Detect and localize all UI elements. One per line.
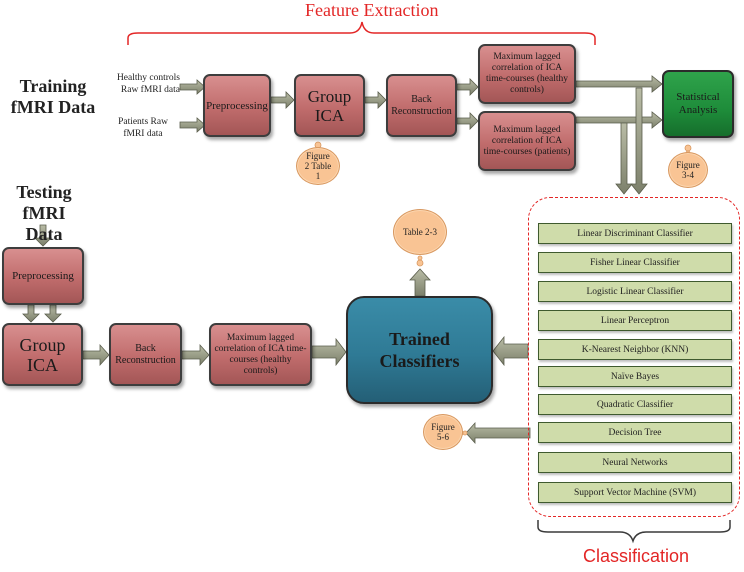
figure2-table1-cloud: Figure 2 Table 1 [296, 147, 340, 185]
train-back-reconstruction-label: Back Reconstruction [391, 93, 452, 117]
classifier-svm: Support Vector Machine (SVM) [538, 482, 732, 503]
classification-panel [528, 197, 740, 517]
table2-3-cloud: Table 2-3 [393, 209, 447, 255]
max-lag-patients-box: Maximum lagged correlation of ICA time-c… [478, 111, 576, 171]
test-max-lag-box: Maximum lagged correlation of ICA time-c… [209, 323, 312, 386]
max-lag-healthy-label: Maximum lagged correlation of ICA time-c… [485, 52, 569, 95]
classifier-naive-bayes: Naïve Bayes [538, 366, 732, 387]
table2-3-label: Table 2-3 [402, 227, 438, 237]
train-group-ica-box: Group ICA [294, 74, 365, 137]
statistical-analysis-label: Statistical Analysis [676, 91, 720, 116]
train-group-ica-label: Group ICA [307, 86, 352, 125]
classifier-lda: Linear Discriminant Classifier [538, 223, 732, 244]
figure5-6-label: Figure 5-6 [431, 422, 455, 442]
figure2-table1-label: Figure 2 Table 1 [304, 151, 332, 181]
classification-arrows [409, 268, 531, 445]
classifier-logistic-linear: Logistic Linear Classifier [538, 281, 732, 302]
test-preprocessing-box: Preprocessing [2, 247, 84, 305]
trained-classifiers-label: Trained Classifiers [379, 329, 460, 371]
classifier-neural-networks: Neural Networks [538, 452, 732, 473]
classification-brace [537, 520, 731, 544]
train-back-reconstruction-box: Back Reconstruction [386, 74, 457, 137]
classifier-knn: K-Nearest Neighbor (KNN) [538, 339, 732, 360]
statistical-analysis-box: Statistical Analysis [662, 70, 734, 138]
classifier-quadratic: Quadratic Classifier [538, 394, 732, 415]
test-preprocessing-label: Preprocessing [12, 270, 74, 282]
train-preprocessing-label: Preprocessing [206, 99, 268, 112]
feature-extraction-brace [127, 21, 596, 45]
training-fmri-label: Training fMRI Data [10, 76, 96, 117]
test-group-ica-label: Group ICA [19, 334, 66, 375]
testing-fmri-label: Testing fMRI Data [16, 182, 72, 244]
figure5-6-cloud: Figure 5-6 [423, 414, 463, 450]
max-lag-patients-label: Maximum lagged correlation of ICA time-c… [483, 124, 571, 157]
figure3-4-label: Figure 3-4 [676, 160, 700, 180]
classifier-fisher-linear: Fisher Linear Classifier [538, 252, 732, 273]
testing-arrows [22, 224, 347, 367]
stat-arrows [575, 75, 663, 129]
max-lag-healthy-box: Maximum lagged correlation of ICA time-c… [478, 44, 576, 104]
trained-classifiers-box: Trained Classifiers [346, 296, 493, 404]
test-back-reconstruction-box: Back Reconstruction [109, 323, 182, 386]
test-back-reconstruction-label: Back Reconstruction [115, 342, 176, 366]
figure3-4-cloud: Figure 3-4 [668, 152, 708, 188]
test-group-ica-box: Group ICA [2, 323, 83, 386]
input-arrows [179, 78, 479, 133]
down-arrows [615, 87, 648, 195]
healthy-controls-input: Healthy controls Raw fMRI data [116, 73, 180, 95]
classification-title: Classification [583, 546, 690, 566]
test-max-lag-label: Maximum lagged correlation of ICA time-c… [214, 332, 307, 376]
feature-extraction-title: Feature Extraction [305, 0, 439, 20]
patients-input: Patients Raw fMRI data [118, 117, 168, 139]
classifier-decision-tree: Decision Tree [538, 422, 732, 443]
classifier-linear-perceptron: Linear Perceptron [538, 310, 732, 331]
train-preprocessing-box: Preprocessing [203, 74, 271, 137]
